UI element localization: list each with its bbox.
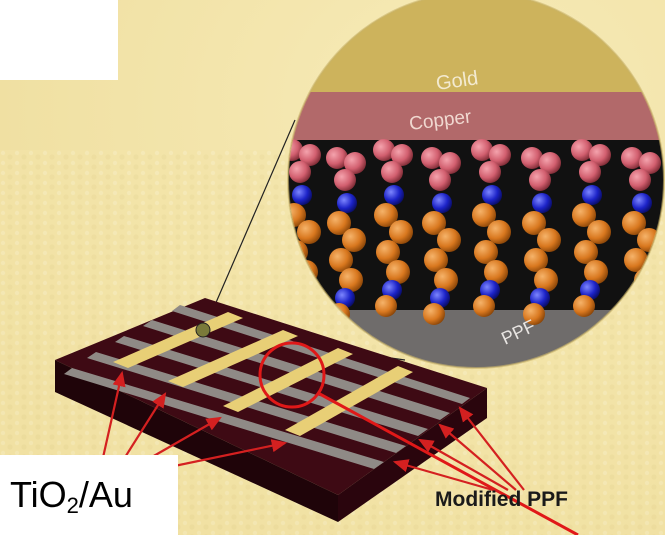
molecule-atom	[373, 139, 395, 161]
molecule-atom	[386, 260, 410, 284]
molecule-atom	[288, 139, 303, 161]
molecule-atom	[539, 152, 561, 174]
molecule-atom	[571, 139, 593, 161]
molecule-atom	[572, 203, 596, 227]
highlight-circle	[258, 341, 326, 409]
molecule-atom	[624, 248, 648, 272]
molecule-atom	[472, 203, 496, 227]
molecule-atom	[434, 268, 458, 292]
molecule-atom	[622, 211, 646, 235]
molecule-atom	[423, 303, 445, 325]
molecule-atom	[381, 161, 403, 183]
molecule-atom	[579, 161, 601, 183]
molecule-atom	[437, 228, 461, 252]
molecule-atom	[524, 248, 548, 272]
substrate-side	[338, 388, 487, 522]
copper-layer	[288, 92, 664, 140]
molecule-atom	[335, 288, 355, 308]
molecule-atom	[482, 185, 502, 205]
molecule-atom	[292, 185, 312, 205]
tio2-subscript: 2	[66, 493, 79, 518]
molecule-atom	[439, 152, 461, 174]
molecule-atom	[391, 144, 413, 166]
molecule-atom	[480, 280, 500, 300]
ppf-arrows	[392, 406, 525, 494]
molecule-atom	[329, 248, 353, 272]
molecule-atom	[289, 161, 311, 183]
molecule-atom	[530, 288, 550, 308]
molecule-atom	[344, 152, 366, 174]
molecule-atom	[424, 248, 448, 272]
white-corner-box	[0, 0, 118, 80]
molecule-atom	[474, 240, 498, 264]
gold-electrode	[168, 330, 298, 387]
molecule-atom	[587, 220, 611, 244]
molecule-atom	[429, 169, 451, 191]
device	[55, 298, 487, 522]
molecule-atom	[582, 185, 602, 205]
molecule-atom	[389, 220, 413, 244]
ppf-strip	[64, 368, 384, 469]
zoom-circle-border	[287, 0, 665, 369]
molecule-atom	[376, 240, 400, 264]
molecule-atom	[432, 193, 452, 213]
molecule-atom	[342, 228, 366, 252]
molecule-atom	[327, 211, 351, 235]
tio2-prefix: TiO	[10, 474, 67, 515]
molecule-atom	[529, 169, 551, 191]
highlight-pointer-line	[317, 391, 579, 535]
molecule-atom	[473, 295, 495, 317]
molecule-atom	[537, 228, 561, 252]
molecule-atom	[629, 169, 651, 191]
device-diagram: Gold Copper PPF	[0, 0, 665, 535]
molecule-atom	[422, 211, 446, 235]
molecule-atom	[573, 295, 595, 317]
molecule-atom	[621, 147, 643, 169]
molecule-atom	[430, 288, 450, 308]
molecule-atom	[589, 144, 611, 166]
zoom-circle: Gold Copper PPF	[288, 0, 664, 368]
zoom-connector-top	[204, 119, 296, 329]
gold-electrode	[285, 366, 413, 436]
molecule-atom	[489, 144, 511, 166]
tio2-au-label: TiO2/Au	[0, 455, 178, 535]
molecule-atom	[534, 268, 558, 292]
gold-electrode	[113, 312, 243, 368]
molecule-atom	[639, 152, 661, 174]
molecule-atom	[382, 280, 402, 300]
molecule-atom	[584, 260, 608, 284]
molecule-atom	[523, 303, 545, 325]
molecule-atom	[574, 240, 598, 264]
molecule-atom	[484, 260, 508, 284]
molecule-atom	[337, 193, 357, 213]
substrate-front	[55, 360, 338, 522]
molecule-atom	[421, 147, 443, 169]
molecule-atom	[384, 185, 404, 205]
molecule-atom	[299, 144, 321, 166]
molecule-atom	[532, 193, 552, 213]
molecule-atom	[374, 203, 398, 227]
molecule-atom	[479, 161, 501, 183]
modified-ppf-label: Modified PPF	[435, 488, 568, 511]
molecule-atom	[326, 147, 348, 169]
molecule-atom	[471, 139, 493, 161]
molecule-atom	[334, 169, 356, 191]
molecule-chains	[288, 139, 661, 325]
molecule-atom	[375, 295, 397, 317]
molecule-atom	[487, 220, 511, 244]
molecule-atom	[521, 147, 543, 169]
gold-electrode	[223, 348, 353, 412]
molecule-atom	[339, 268, 363, 292]
molecule-atom	[297, 220, 321, 244]
molecule-atom	[580, 280, 600, 300]
molecule-atom	[632, 193, 652, 213]
tio2-suffix: /Au	[78, 474, 133, 515]
molecule-atom	[288, 203, 306, 227]
molecule-atom	[522, 211, 546, 235]
junction-marker	[195, 322, 211, 338]
